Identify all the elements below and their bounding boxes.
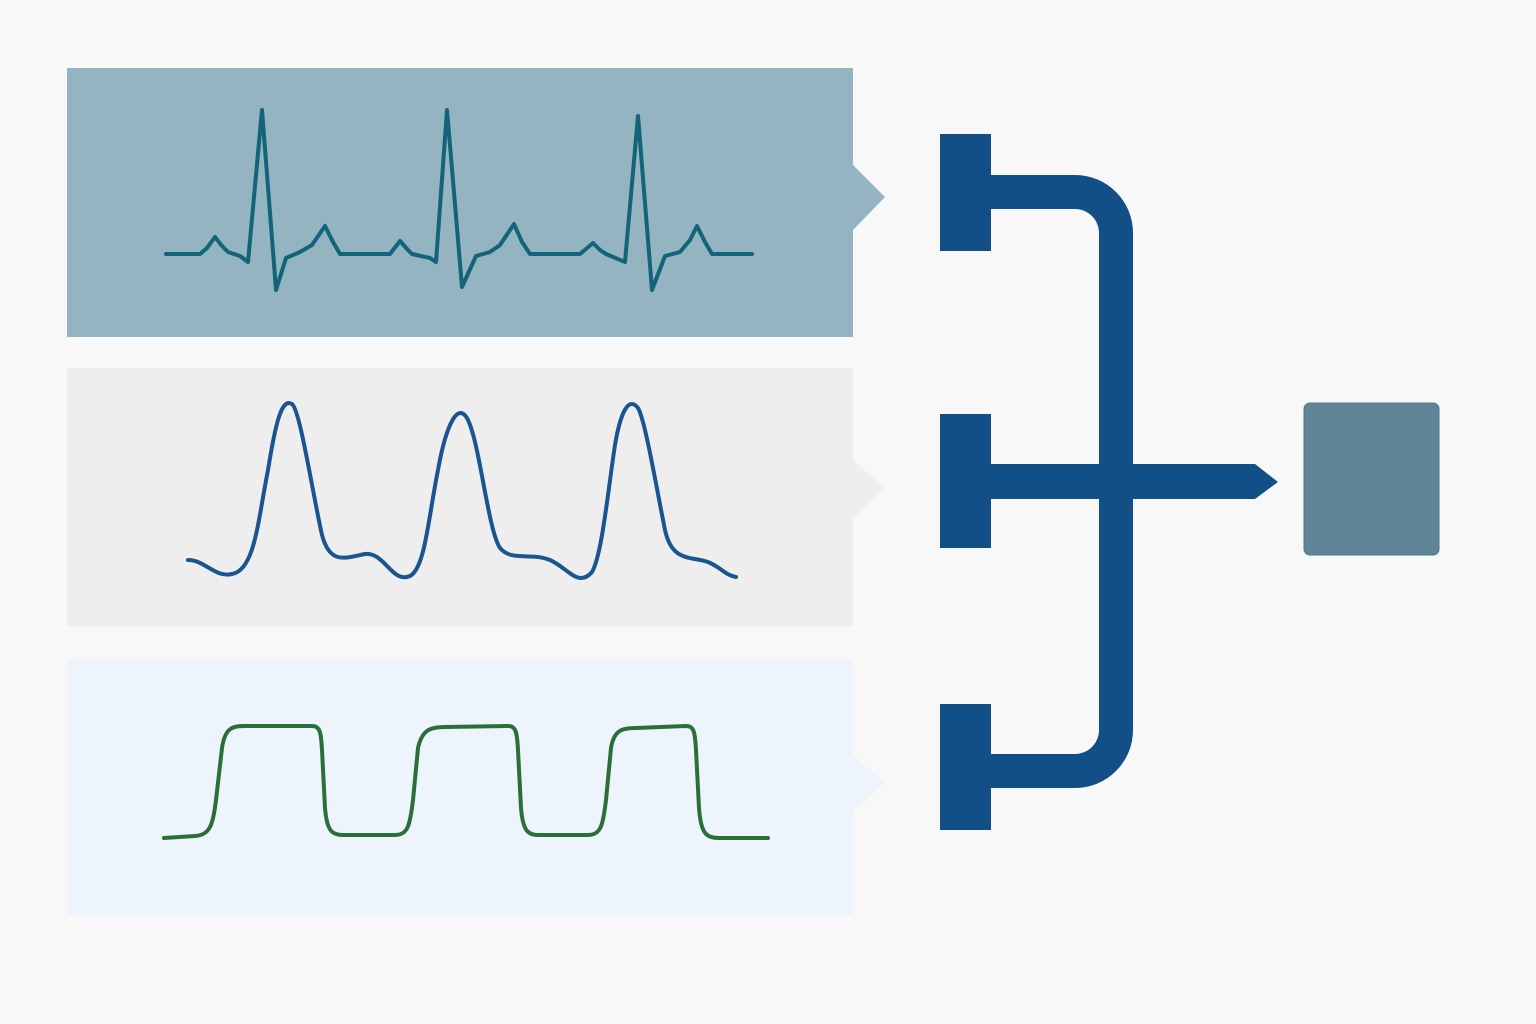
connector-bar-bottom xyxy=(940,704,991,830)
panel-ecg xyxy=(67,68,885,337)
connector-bar-middle xyxy=(940,414,991,548)
panel-ppg-body xyxy=(67,368,885,627)
panel-square xyxy=(67,659,885,915)
ecg-waveform-icon xyxy=(164,108,754,292)
merge-connector-icon xyxy=(940,134,1278,830)
pulse-waveform-icon xyxy=(186,401,738,580)
panel-ecg-body xyxy=(67,68,885,337)
panel-ppg xyxy=(67,368,885,627)
connector-bar-top xyxy=(940,134,991,251)
square-waveform-icon xyxy=(162,724,770,840)
connector-output-arrow xyxy=(991,464,1278,499)
output-block-icon xyxy=(1303,402,1440,556)
panel-square-body xyxy=(67,659,885,915)
connector-bottom-branch xyxy=(991,480,1133,788)
